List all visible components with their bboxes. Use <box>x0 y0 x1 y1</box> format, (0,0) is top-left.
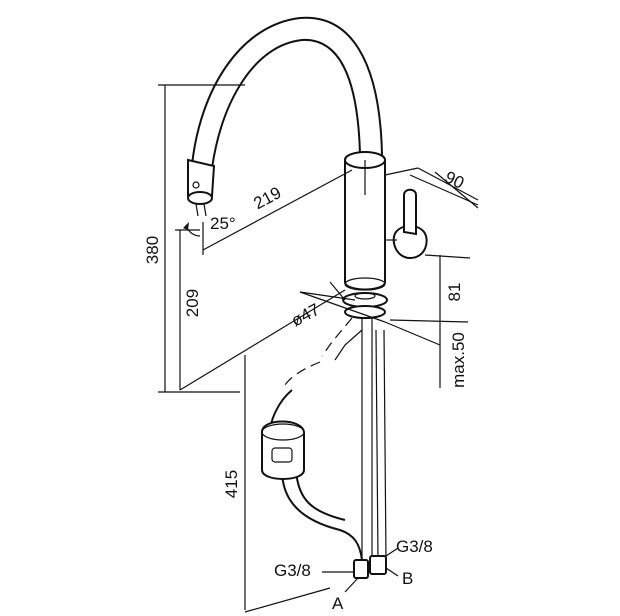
dim-max50-label: max.50 <box>449 332 468 388</box>
dim-90-label: 90 <box>442 167 467 192</box>
dim-209-label: 209 <box>183 289 202 317</box>
thread-leaders <box>322 547 399 593</box>
connection-b-label: B <box>402 569 413 588</box>
hose-weight <box>261 420 305 480</box>
dim-81 <box>389 254 471 323</box>
base-plate <box>342 292 388 319</box>
handle-lever <box>385 188 428 260</box>
connection-a-label: A <box>332 594 344 613</box>
supply-hoses <box>284 317 387 561</box>
faucet-body <box>344 151 386 291</box>
dim-25deg-label: 25° <box>210 214 236 233</box>
dim-209 <box>175 229 200 390</box>
dim-415-label: 415 <box>222 470 241 498</box>
dim-81-label: 81 <box>445 283 464 302</box>
connectors <box>353 555 387 579</box>
dim-219 <box>202 169 353 255</box>
deck-outline <box>179 289 346 613</box>
dim-380-label: 380 <box>143 236 162 264</box>
dim-47-label: ø47 <box>288 300 323 331</box>
spout <box>191 16 383 169</box>
dim-25deg <box>183 222 201 237</box>
dim-380 <box>158 84 245 393</box>
spray-head <box>187 158 216 217</box>
dim-max50 <box>384 320 441 388</box>
dim-47 <box>299 281 386 323</box>
thread-left-label: G3/8 <box>274 561 311 580</box>
thread-right-label: G3/8 <box>396 537 433 556</box>
dim-90 <box>384 167 479 209</box>
